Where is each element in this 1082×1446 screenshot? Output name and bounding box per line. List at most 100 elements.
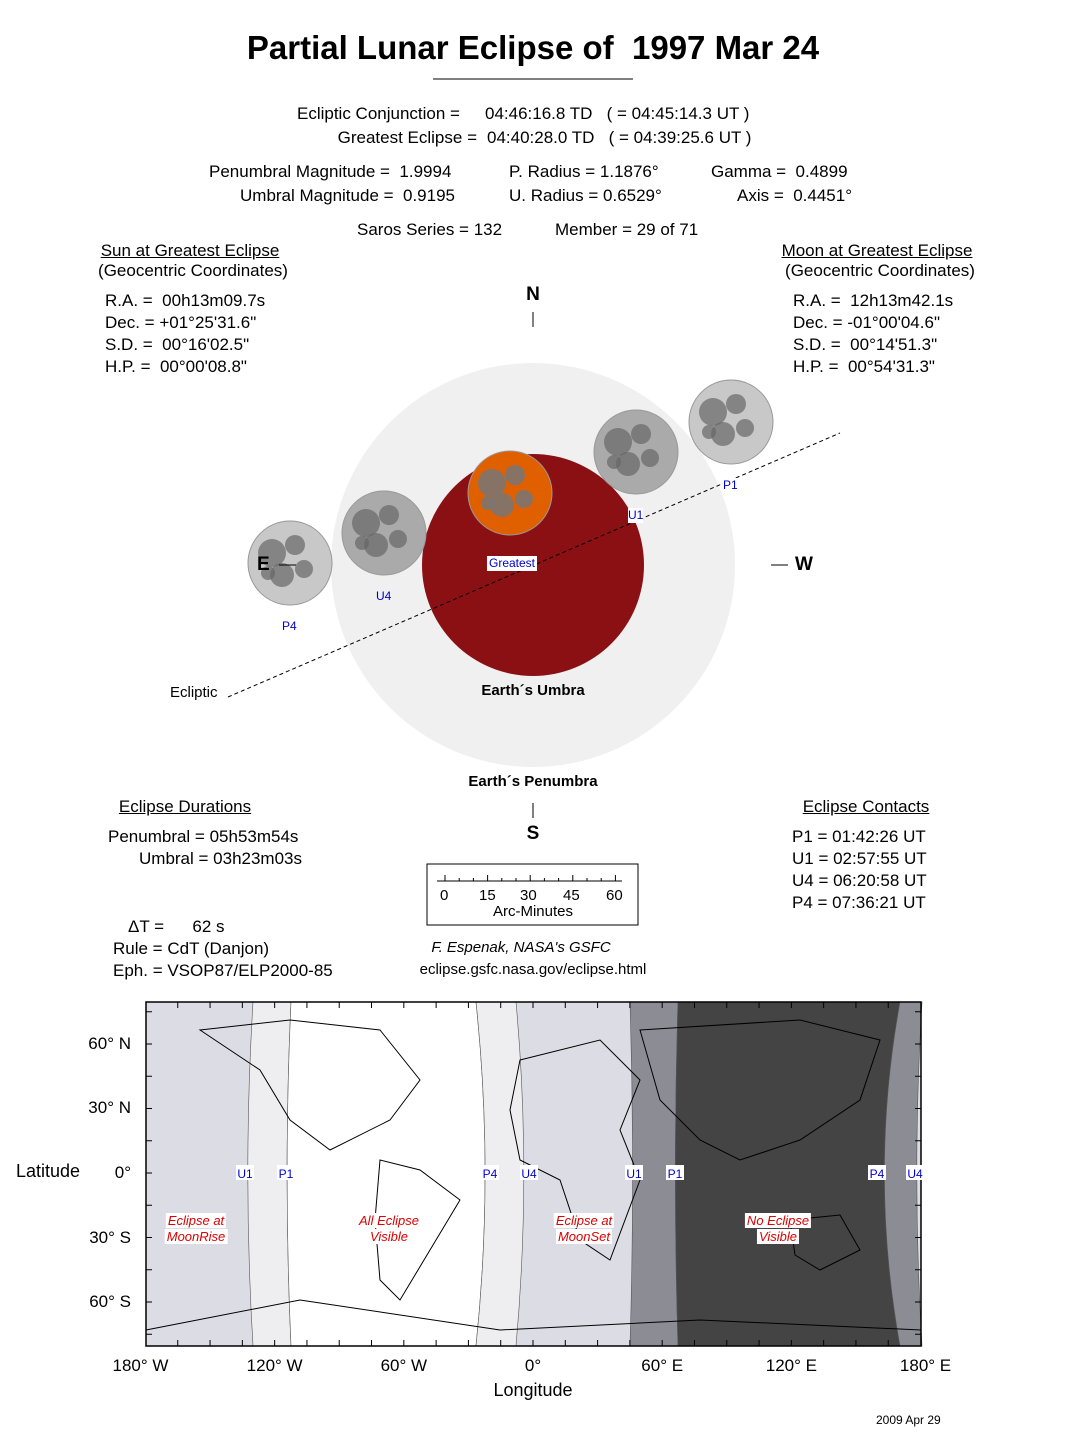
sun-hp: H.P. = 00°00'08.8"	[105, 357, 247, 376]
moon-dec: Dec. = -01°00'04.6"	[793, 313, 940, 332]
lat-tick-label: 30° S	[89, 1228, 131, 1247]
p4-marker: P4	[282, 619, 297, 633]
ecliptic-label: Ecliptic	[170, 684, 218, 701]
map-contact-p1: P1	[279, 1167, 294, 1181]
antarctica-outline	[145, 1299, 922, 1331]
axis: Axis = 0.4451°	[737, 186, 853, 205]
durations-title: Eclipse Durations	[118, 797, 252, 816]
u4-marker: U4	[376, 589, 392, 603]
map-contact-p1: P1	[668, 1167, 683, 1181]
greatest-marker: Greatest	[486, 556, 538, 571]
lon-tick-label: 60° E	[641, 1356, 684, 1375]
umbra-label: Earth´s Umbra	[481, 682, 585, 699]
penumbral-duration: Penumbral = 05h53m54s	[108, 827, 299, 846]
zone-no-eclipse	[675, 1001, 901, 1347]
lon-tick-label: 180° W	[112, 1356, 169, 1375]
scale-tick-30: 30	[520, 887, 537, 904]
plot-date: 2009 Apr 29	[876, 1413, 941, 1427]
scale-tick-60: 60	[606, 887, 623, 904]
map-contact-bg	[625, 1165, 643, 1180]
zone-label-all: All Eclipse	[357, 1213, 421, 1228]
map-contact-p4: P4	[870, 1167, 885, 1181]
sun-title: Sun at Greatest Eclipse	[100, 241, 280, 260]
contact-p4: P4 = 07:36:21 UT	[792, 893, 926, 912]
scale-tick-0: 0	[440, 887, 449, 904]
zone-all-visible	[286, 1001, 486, 1347]
rule: Rule = CdT (Danjon)	[113, 939, 270, 958]
greatest-value: 04:40:28.0 TD ( = 04:39:25.6 UT )	[487, 128, 752, 147]
sun-ra: R.A. = 00h13m09.7s	[105, 291, 266, 310]
saros-series: Saros Series = 132	[357, 220, 503, 239]
greatest-label: Greatest Eclipse =	[337, 128, 477, 147]
longitude-axis-label: Longitude	[493, 1380, 573, 1400]
gamma: Gamma = 0.4899	[711, 162, 848, 181]
asia-outline	[639, 1019, 881, 1161]
lat-tick-label: 0°	[114, 1163, 131, 1182]
sun-subtitle: (Geocentric Coordinates)	[98, 261, 288, 280]
map-contact-u1: U1	[626, 1167, 642, 1181]
moon-position	[593, 409, 679, 495]
lon-tick-label: 120° W	[246, 1356, 303, 1375]
visibility-map: U1 P1 P4 U4 U1 P1 P4 U4	[145, 1001, 924, 1347]
zone-p4-u4-east	[884, 1001, 923, 1347]
zone-label-none: Visible	[756, 1229, 800, 1244]
zone-label-moonrise: MoonRise	[164, 1229, 228, 1244]
page-title: Partial Lunar Eclipse of 1997 Mar 24	[246, 29, 820, 66]
west-label: W	[795, 554, 813, 575]
moon-subtitle: (Geocentric Coordinates)	[785, 261, 975, 280]
latitude-axis-label: Latitude	[16, 1161, 81, 1181]
scale-tick-45: 45	[563, 887, 580, 904]
map-contact-bg	[868, 1165, 886, 1180]
south-label: S	[526, 823, 540, 844]
map-contact-bg	[520, 1165, 538, 1180]
contact-u1: U1 = 02:57:55 UT	[792, 849, 927, 868]
ecliptic-line	[227, 432, 841, 698]
zone-label-moonset: MoonSet	[555, 1229, 613, 1244]
scale-box	[426, 863, 639, 926]
penumbral-magnitude: Penumbral Magnitude = 1.9994	[209, 162, 452, 181]
source-url[interactable]: eclipse.gsfc.nasa.gov/eclipse.html	[419, 961, 647, 978]
zone-label-moonrise: Eclipse at	[165, 1213, 227, 1228]
moon-ra: R.A. = 12h13m42.1s	[793, 291, 954, 310]
moon-hp: H.P. = 00°54'31.3"	[793, 357, 935, 376]
moon-greatest-eclipse	[467, 450, 553, 536]
contacts-title: Eclipse Contacts	[802, 797, 930, 816]
scale-tick-15: 15	[479, 887, 496, 904]
map-contact-u4: U4	[521, 1167, 537, 1181]
moon-sd: S.D. = 00°14'51.3"	[793, 335, 938, 354]
map-contact-bg	[906, 1165, 924, 1180]
saros-member: Member = 29 of 71	[555, 220, 699, 239]
map-contact-bg	[666, 1165, 684, 1180]
lon-tick-label: 120° E	[765, 1356, 817, 1375]
umbral-duration: Umbral = 03h23m03s	[139, 849, 303, 868]
lat-tick-label: 30° N	[88, 1098, 131, 1117]
map-contact-u4: U4	[907, 1167, 923, 1181]
umbral-magnitude: Umbral Magnitude = 0.9195	[240, 186, 455, 205]
north-america-outline	[198, 1019, 421, 1151]
map-contact-bg	[277, 1165, 295, 1180]
zone-label-moonset: Eclipse at	[553, 1213, 615, 1228]
penumbra-label: Earth´s Penumbra	[468, 773, 598, 790]
australia-outline	[789, 1214, 861, 1271]
sun-dec: Dec. = +01°25'31.6"	[105, 313, 257, 332]
contact-p1: P1 = 01:42:26 UT	[792, 827, 926, 846]
p-radius: P. Radius = 1.1876°	[509, 162, 659, 181]
lon-tick-label: 0°	[524, 1356, 542, 1375]
east-label: E	[257, 554, 270, 575]
lon-tick-label: 180° E	[899, 1356, 952, 1375]
map-contact-p4: P4	[483, 1167, 498, 1181]
delta-t: ΔT = 62 s	[128, 917, 225, 936]
moon-position	[247, 520, 333, 606]
map-contact-u1: U1	[237, 1167, 253, 1181]
contact-u4: U4 = 06:20:58 UT	[792, 871, 927, 890]
moon-position	[688, 379, 774, 465]
zone-label-all: Visible	[367, 1229, 411, 1244]
zone-label-none: No Eclipse	[744, 1213, 812, 1228]
lon-tick-label: 60° W	[380, 1356, 428, 1375]
conjunction-label: Ecliptic Conjunction =	[296, 104, 460, 123]
u-radius: U. Radius = 0.6529°	[509, 186, 662, 205]
lat-tick-label: 60° S	[89, 1292, 131, 1311]
map-contact-bg	[481, 1165, 499, 1180]
